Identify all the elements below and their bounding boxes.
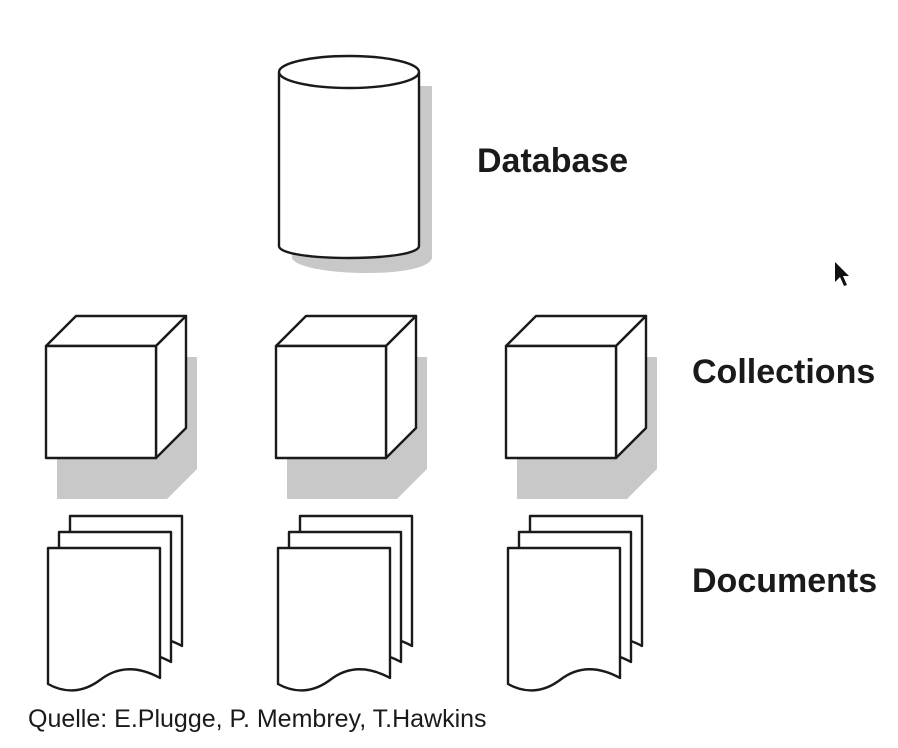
mouse-pointer-icon <box>835 262 849 286</box>
database-icon <box>277 54 432 274</box>
document-stack-icon <box>506 514 644 692</box>
collections-label: Collections <box>692 353 875 391</box>
document-stack-icon <box>46 514 184 692</box>
source-caption: Quelle: E.Plugge, P. Membrey, T.Hawkins <box>28 705 487 733</box>
collection-icon <box>504 314 657 499</box>
document-stack-icon <box>276 514 414 692</box>
database-label: Database <box>477 142 628 180</box>
collection-icon <box>274 314 427 499</box>
documents-label: Documents <box>692 562 877 600</box>
collection-icon <box>44 314 197 499</box>
